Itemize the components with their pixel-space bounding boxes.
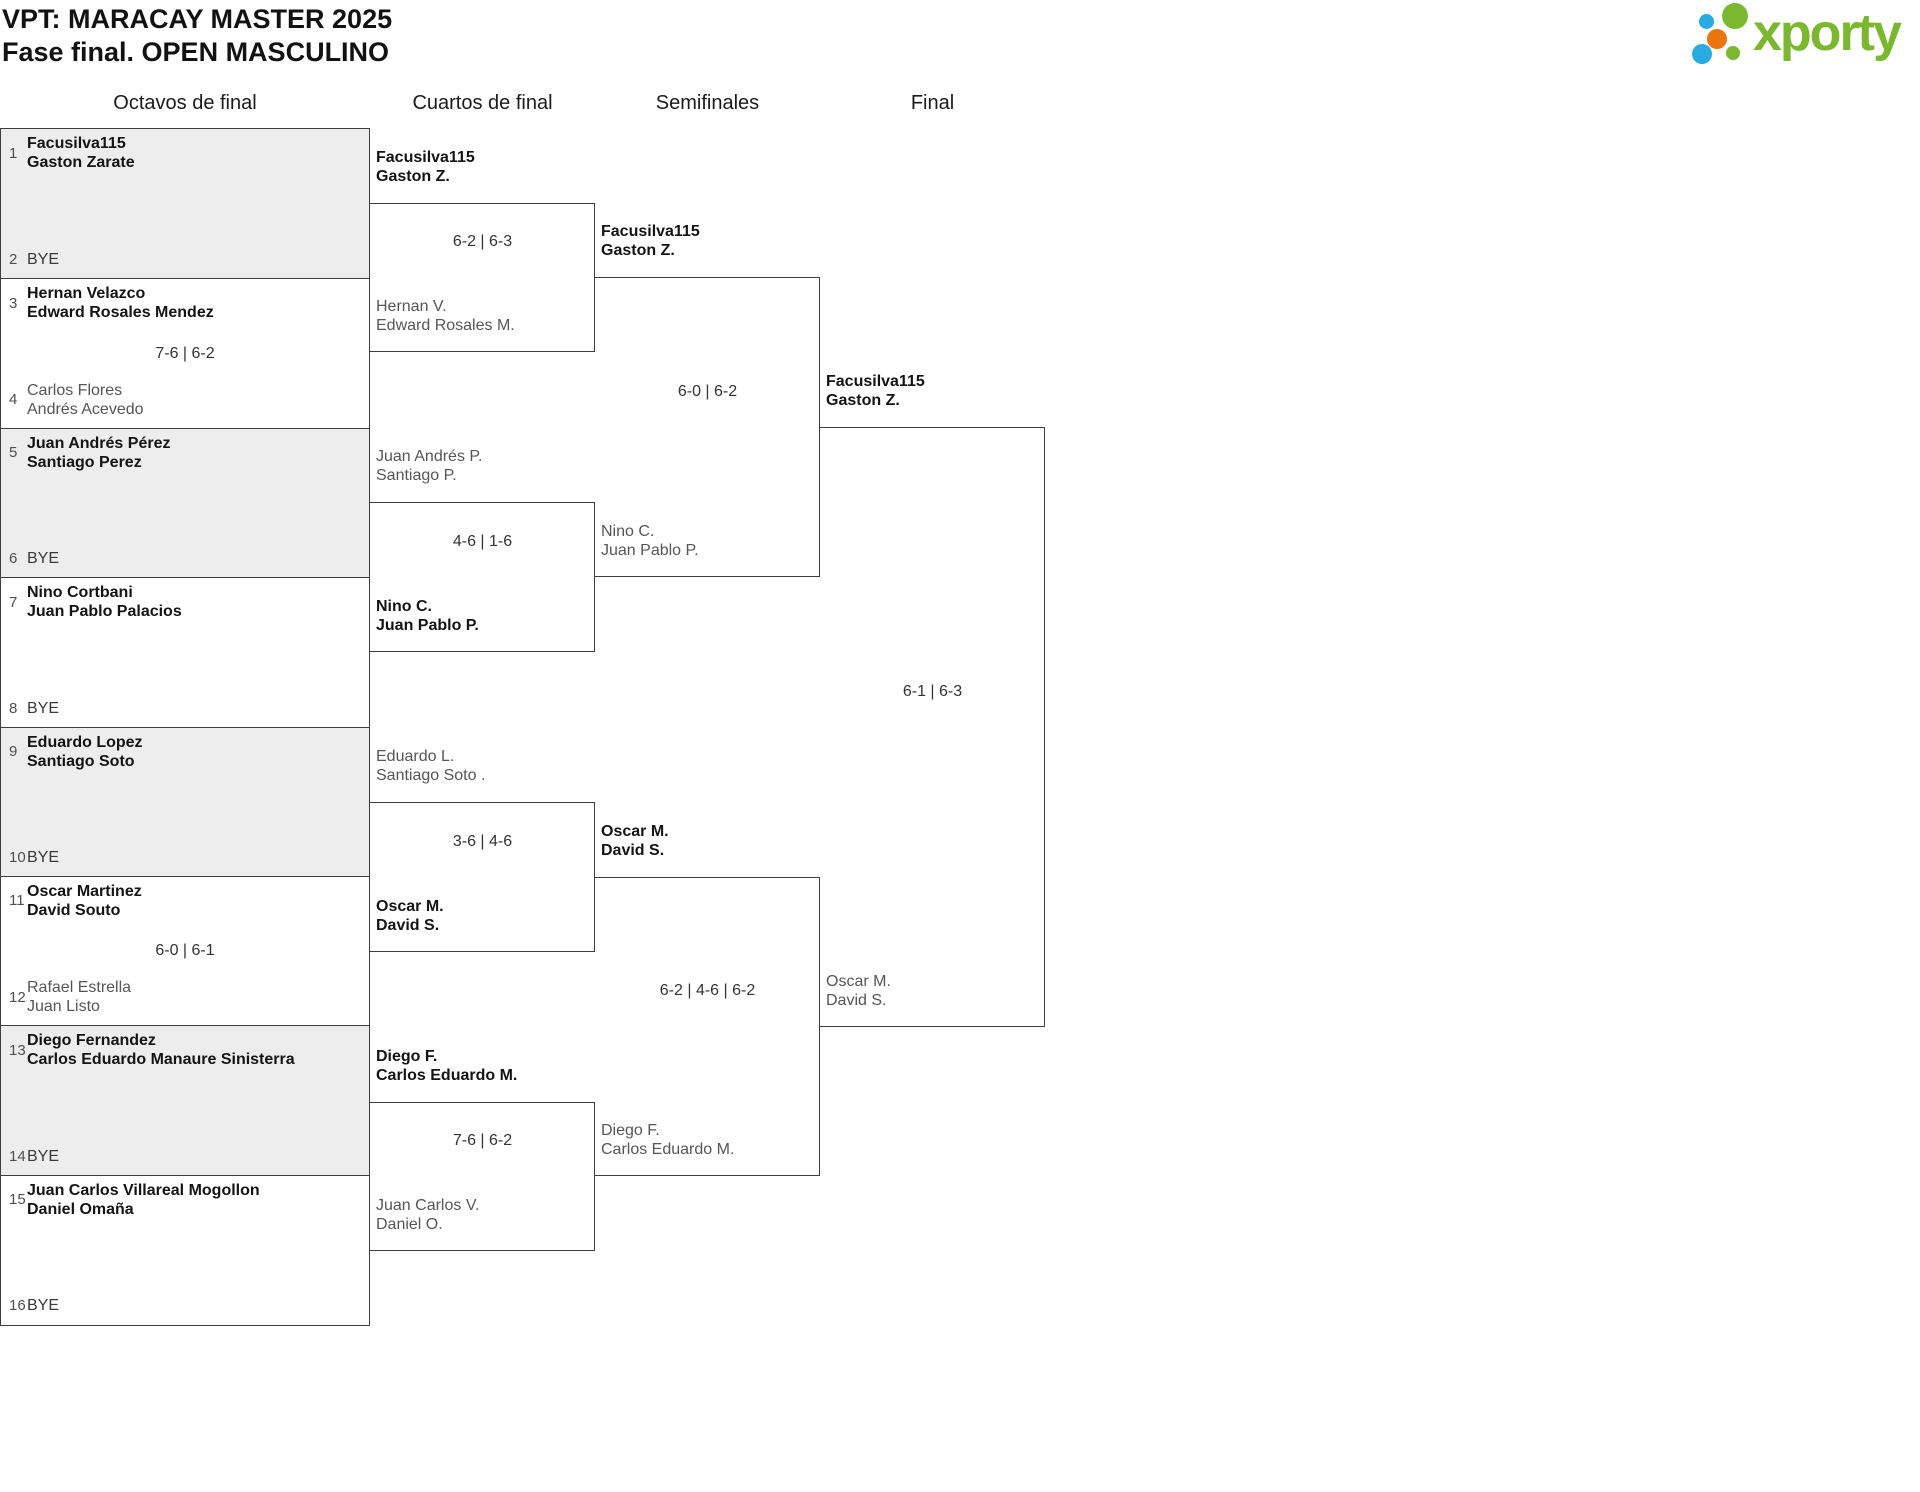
match-score: 4-6 | 1-6 [452,533,513,550]
team-name: Hernan V.Edward Rosales M. [376,298,515,334]
team-name: Eduardo L.Santiago Soto . [376,748,486,784]
match-box-sf-2 [595,877,820,1176]
seed-number: 14 [9,1147,26,1165]
match-score: 6-0 | 6-2 [677,383,738,400]
seed-number: 10 [9,848,26,866]
team-name: Nino C.Juan Pablo P. [376,598,479,634]
team-name: Juan Carlos V.Daniel O. [376,1197,480,1233]
seed-number: 1 [9,144,18,162]
team-name: BYE [27,1297,60,1315]
team-name: BYE [27,848,60,866]
team-name: BYE [27,699,60,717]
match-score: 3-6 | 4-6 [452,833,513,850]
match-box-qf-2 [370,502,595,652]
logo-dot-icon [1726,46,1740,60]
team-name: Diego F.Carlos Eduardo M. [601,1122,735,1158]
seed-number: 7 [9,593,18,611]
team-name: Oscar M.David S. [601,823,669,859]
page-title: VPT: MARACAY MASTER 2025 [2,4,393,34]
match-box-final [820,427,1045,1027]
round-header-final: Final [910,92,955,114]
team-name: Oscar M.David S. [376,898,444,934]
team-name: BYE [27,1147,60,1165]
seed-number: 5 [9,444,18,462]
team-name: Juan Andrés P.Santiago P. [376,448,483,484]
match-box-qf-4 [370,1102,595,1251]
match-score: 6-1 | 6-3 [902,683,963,700]
seed-number: 8 [9,699,18,717]
seed-number: 11 [9,892,25,910]
team-name: Oscar M.David S. [826,973,891,1009]
round-header-semifinales: Semifinales [655,92,760,114]
match-score: 6-2 | 6-3 [452,233,513,250]
logo-dot-icon [1692,44,1712,64]
match-score: 7-6 | 6-2 [155,344,215,362]
seed-number: 4 [9,391,18,409]
match-box-sf-1 [595,277,820,577]
seed-number: 9 [9,743,18,761]
seed-number: 15 [9,1191,26,1209]
team-name: BYE [27,251,60,269]
team-name: BYE [27,550,60,568]
logo-dot-icon [1707,29,1727,49]
team-name: Diego F.Carlos Eduardo M. [376,1048,518,1084]
match-box-qf-3 [370,802,595,952]
seed-number: 12 [9,988,26,1006]
seed-number: 2 [9,251,18,269]
seed-number: 6 [9,550,18,568]
team-name: Nino C.Juan Pablo P. [601,523,699,559]
match-box-qf-1 [370,203,595,352]
match-score: 7-6 | 6-2 [452,1132,513,1149]
round-header-octavos: Octavos de final [113,92,257,114]
round-header-cuartos: Cuartos de final [412,92,553,114]
seed-number: 16 [9,1297,26,1315]
logo-dot-icon [1722,3,1748,29]
seed-number: 13 [9,1041,26,1059]
match-score: 6-2 | 4-6 | 6-2 [659,982,756,999]
logo-wordmark: xporty [1753,4,1902,62]
seed-number: 3 [9,294,18,312]
match-score: 6-0 | 6-1 [155,942,215,960]
logo-dot-icon [1699,14,1714,29]
page-subtitle: Fase final. OPEN MASCULINO [2,37,390,67]
